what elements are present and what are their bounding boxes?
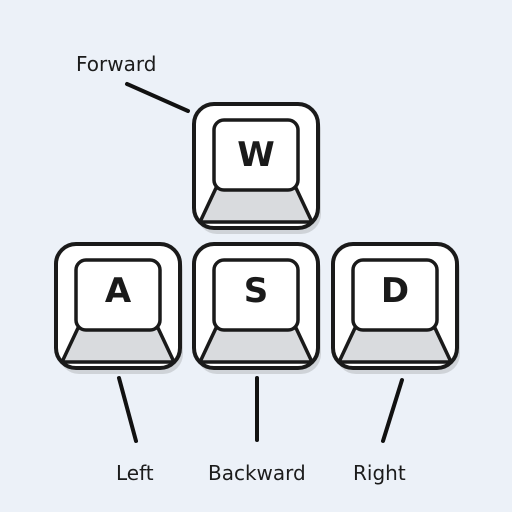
leader-line-right	[381, 378, 404, 443]
leader-line-left	[117, 376, 138, 443]
key-s[interactable]: S	[192, 242, 321, 374]
label-right: Right	[353, 461, 406, 485]
key-d[interactable]: D	[331, 242, 460, 374]
key-a-letter: A	[105, 271, 132, 311]
key-w-letter: W	[237, 135, 275, 175]
key-d-letter: D	[381, 271, 409, 311]
key-a[interactable]: A	[54, 242, 183, 374]
key-w[interactable]: W	[192, 102, 321, 234]
key-s-letter: S	[244, 271, 269, 311]
label-backward: Backward	[208, 461, 306, 485]
label-left: Left	[116, 461, 154, 485]
leader-line-forward	[125, 82, 190, 113]
label-forward: Forward	[76, 52, 157, 76]
